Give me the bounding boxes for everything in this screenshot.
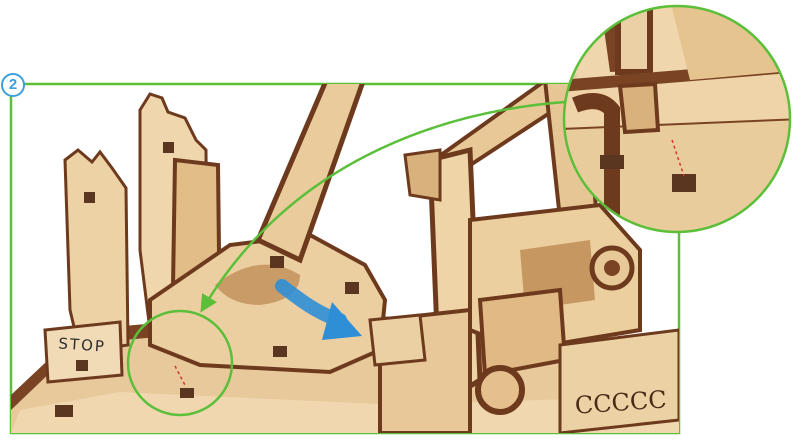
stop-label: STOP xyxy=(51,334,113,362)
step-number-badge: 2 xyxy=(1,73,25,97)
